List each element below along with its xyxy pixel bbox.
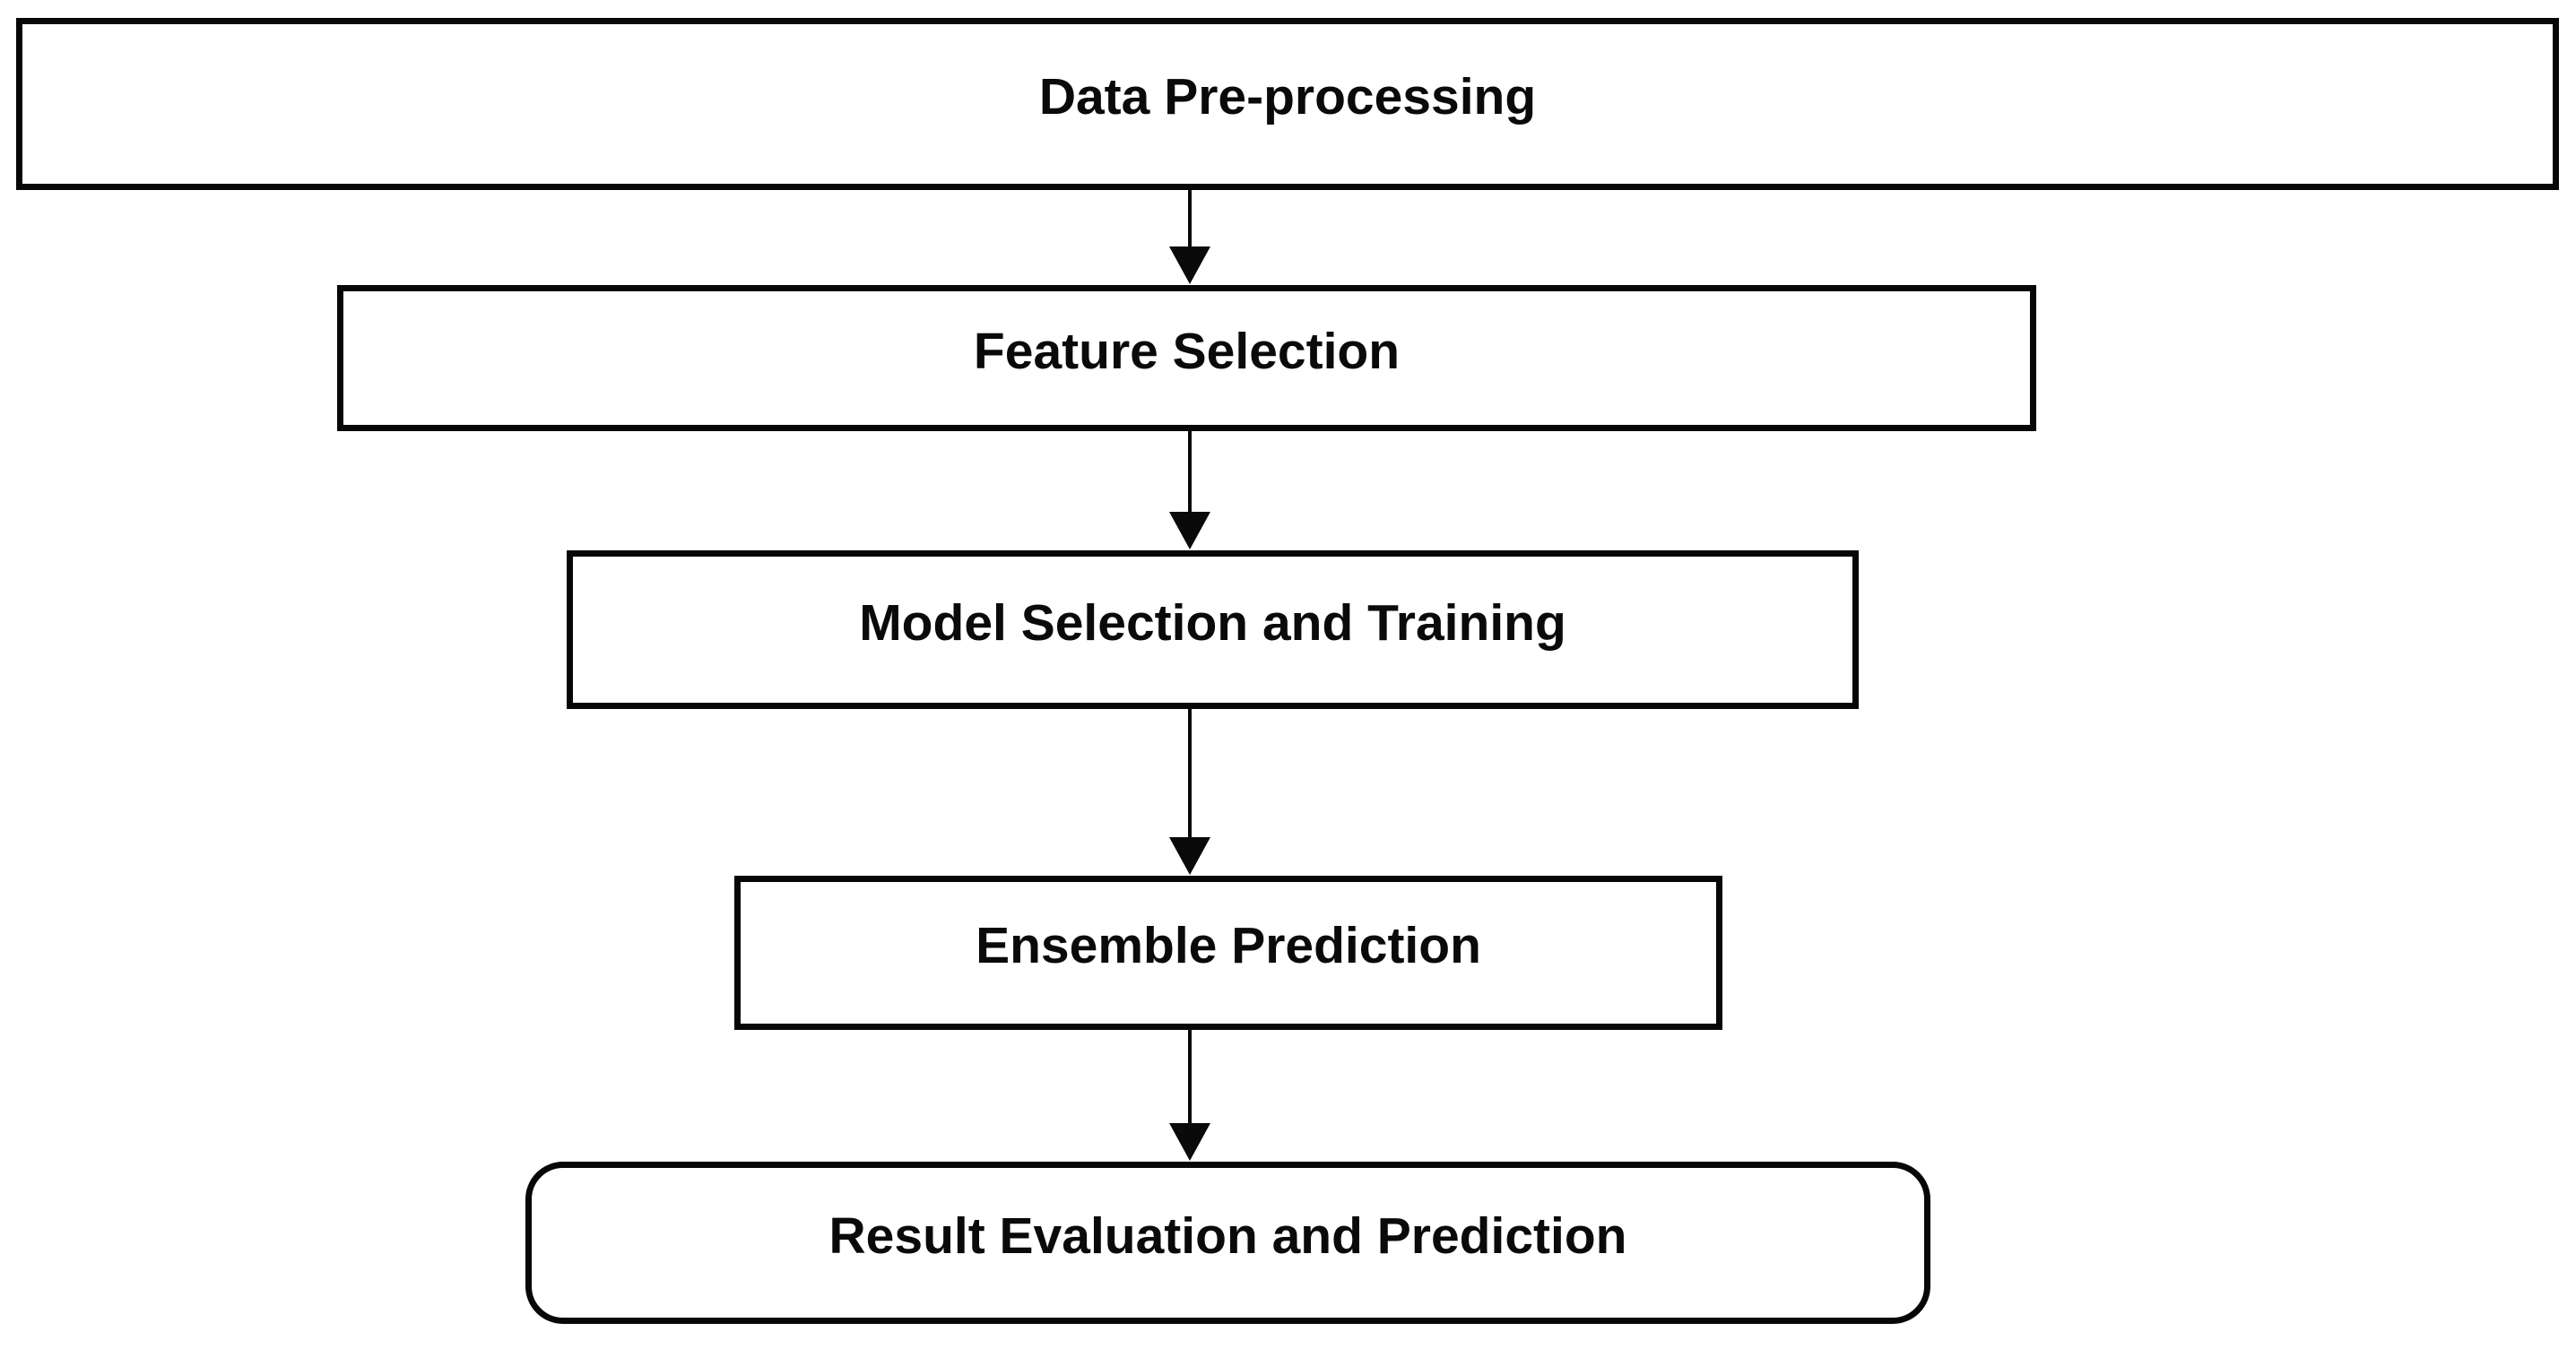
flow-arrow-2 — [1169, 429, 1210, 549]
flow-step-model-selection-and-training: Model Selection and Training — [567, 550, 1859, 709]
flow-arrow-4 — [1169, 1028, 1210, 1161]
flow-step-label: Data Pre-processing — [1038, 68, 1537, 125]
flow-step-label: Model Selection and Training — [859, 593, 1566, 652]
arrow-down-icon — [1169, 1123, 1210, 1161]
flow-step-data-pre-processing: Data Pre-processing — [16, 18, 2559, 190]
flow-step-result-evaluation-and-prediction: Result Evaluation and Prediction — [525, 1162, 1930, 1324]
arrow-down-icon — [1169, 512, 1210, 549]
flow-step-ensemble-prediction: Ensemble Prediction — [734, 876, 1722, 1030]
arrow-shaft — [1188, 1028, 1192, 1127]
flow-arrow-3 — [1169, 707, 1210, 875]
flow-arrow-1 — [1169, 188, 1210, 284]
arrow-shaft — [1188, 429, 1192, 515]
flow-step-label: Ensemble Prediction — [976, 917, 1481, 974]
flow-step-label: Result Evaluation and Prediction — [828, 1206, 1627, 1265]
arrow-shaft — [1188, 707, 1192, 841]
flow-step-feature-selection: Feature Selection — [337, 285, 2036, 431]
arrow-down-icon — [1169, 246, 1210, 284]
flow-step-label: Feature Selection — [973, 322, 1401, 380]
arrow-shaft — [1188, 188, 1192, 250]
arrow-down-icon — [1169, 837, 1210, 875]
